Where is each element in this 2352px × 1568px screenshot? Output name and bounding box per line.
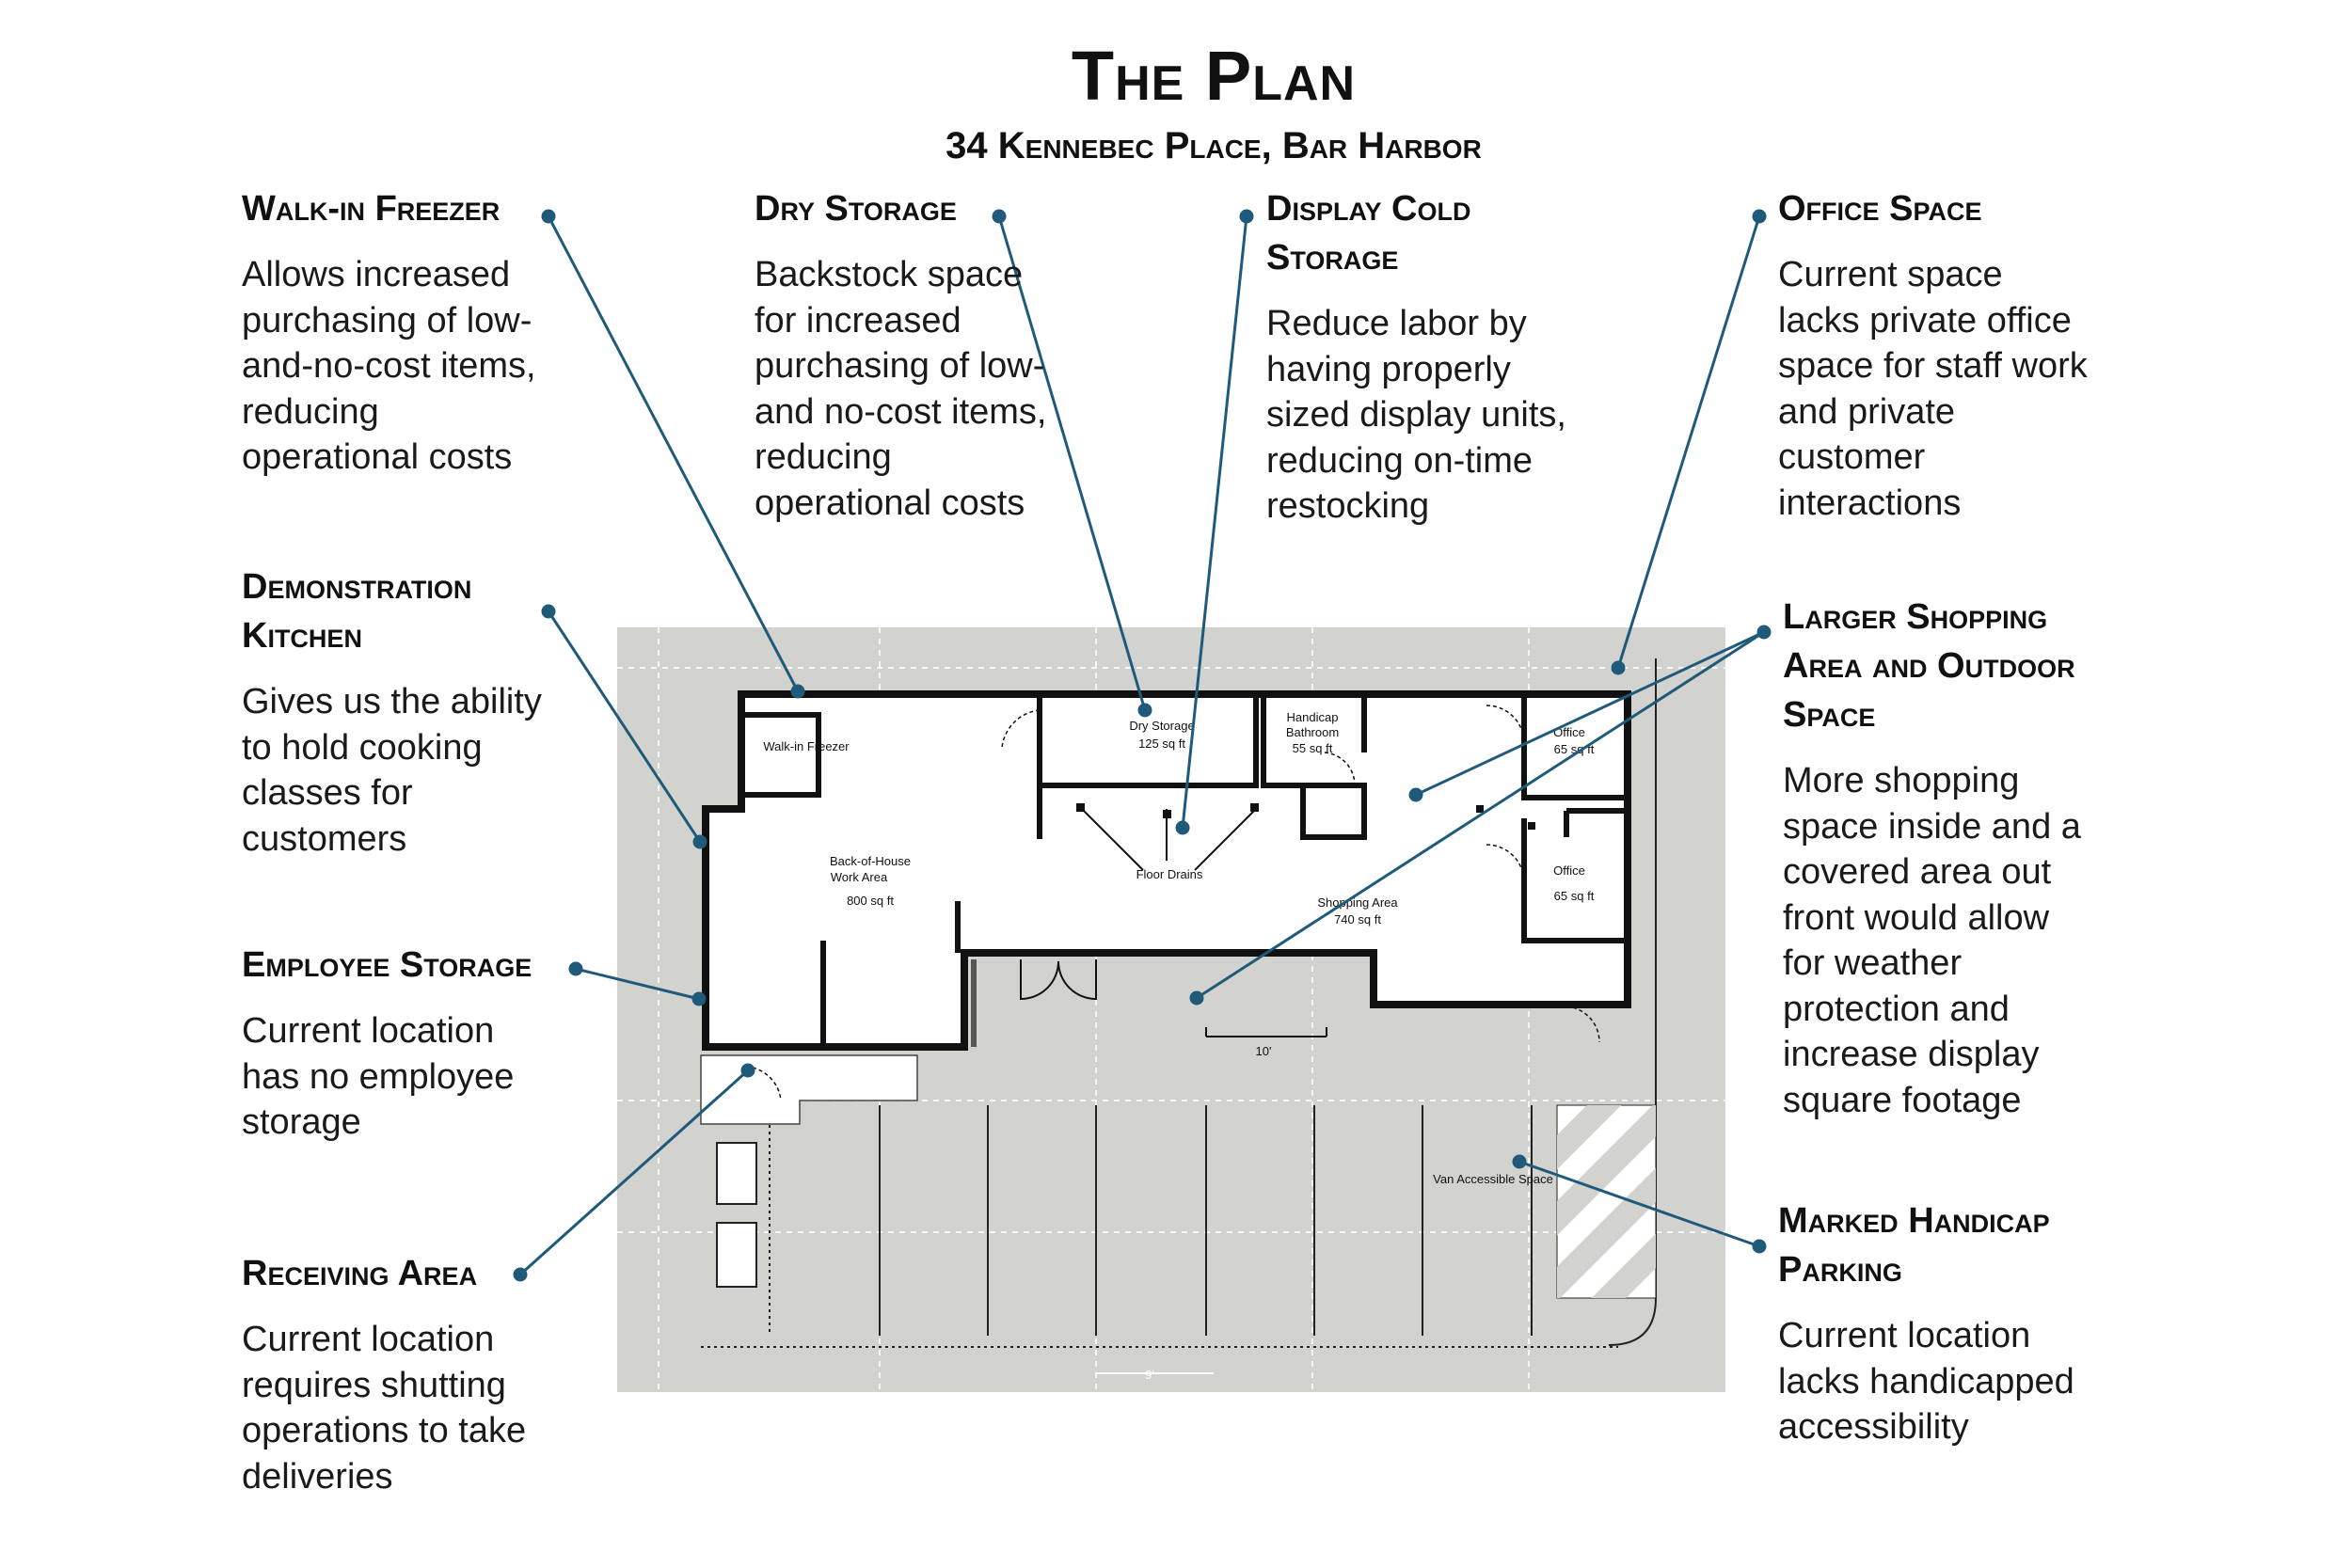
label-handicap-area: 55 sq ft xyxy=(1293,741,1333,755)
label-scale-10ft: 10' xyxy=(1256,1044,1272,1058)
callout-heading: Demonstration Kitchen xyxy=(242,567,472,656)
callout-receiving-area: Receiving Area Current location requires… xyxy=(242,1249,599,1499)
label-office-2-area: 65 sq ft xyxy=(1554,889,1595,903)
callout-marked-handicap-parking: Marked Handicap Parking Current location… xyxy=(1778,1196,2154,1450)
callout-heading: Display Cold Storage xyxy=(1266,189,1471,277)
callout-body: More shopping space inside and a covered… xyxy=(1783,761,2081,1120)
label-shopping-area: Shopping Area xyxy=(1317,895,1398,910)
callout-body: Reduce labor by having properly sized di… xyxy=(1266,304,1566,526)
callout-heading: Employee Storage xyxy=(242,945,532,985)
page-title: The Plan xyxy=(1071,37,1357,115)
label-walk-in-freezer: Walk-in Freezer xyxy=(763,739,850,753)
dimension-10ft xyxy=(1205,1027,1327,1037)
callout-dry-storage: Dry Storage Backstock space for increase… xyxy=(755,184,1093,526)
label-office-2: Office xyxy=(1553,863,1585,878)
callout-body: Backstock space for increased purchasing… xyxy=(755,255,1047,523)
callout-heading: Dry Storage xyxy=(755,189,957,229)
callout-body: Current location lacks handicapped acces… xyxy=(1778,1316,2074,1447)
label-office-1-area: 65 sq ft xyxy=(1554,742,1595,756)
callout-heading: Marked Handicap Parking xyxy=(1778,1201,2050,1290)
callout-larger-shopping-area: Larger Shopping Area and Outdoor Space M… xyxy=(1783,593,2159,1123)
callout-body: Allows increased purchasing of low- and-… xyxy=(242,255,536,477)
callout-office-space: Office Space Current space lacks private… xyxy=(1778,184,2154,526)
leader-lines xyxy=(513,209,1772,1282)
receiving-pads xyxy=(716,1142,757,1288)
callout-body: Gives us the ability to hold cooking cla… xyxy=(242,682,542,859)
callout-heading: Larger Shopping Area and Outdoor Space xyxy=(1783,597,2075,735)
callout-walk-in-freezer: Walk-in Freezer Allows increased purchas… xyxy=(242,184,580,481)
label-bottom-scale: 9' xyxy=(1145,1368,1154,1382)
floor-drains xyxy=(1076,803,1535,871)
entry-doors xyxy=(1020,959,1097,1001)
label-van-accessible: Van Accessible Space xyxy=(1433,1172,1553,1186)
callout-body: Current space lacks private office space… xyxy=(1778,255,2088,523)
label-shopping-area-size: 740 sq ft xyxy=(1334,912,1381,927)
callout-display-cold-storage: Display Cold Storage Reduce labor by hav… xyxy=(1266,184,1624,530)
label-handicap-1: Handicap xyxy=(1287,710,1339,724)
parking-lot xyxy=(701,658,1657,1374)
exterior-wall xyxy=(702,690,1631,1051)
label-handicap-2: Bathroom xyxy=(1286,725,1339,739)
building-floor xyxy=(706,694,1628,1047)
label-back-of-house-area: 800 sq ft xyxy=(847,894,894,908)
page-subtitle: 34 Kennebec Place, Bar Harbor xyxy=(946,125,1482,166)
door-swings xyxy=(752,705,1600,1101)
callout-heading: Walk-in Freezer xyxy=(242,189,501,229)
callout-heading: Receiving Area xyxy=(242,1254,478,1293)
label-office-1: Office xyxy=(1553,725,1585,739)
callout-demonstration-kitchen: Demonstration Kitchen Gives us the abili… xyxy=(242,562,599,862)
callout-employee-storage: Employee Storage Current location has no… xyxy=(242,941,599,1146)
label-dry-storage: Dry Storage xyxy=(1129,719,1194,733)
callout-body: Current location has no employee storage xyxy=(242,1011,515,1142)
callout-body: Current location requires shutting opera… xyxy=(242,1320,527,1497)
van-access-aisle xyxy=(1556,1104,1657,1299)
label-back-of-house-1: Back-of-House xyxy=(830,854,911,868)
callout-heading: Office Space xyxy=(1778,189,1982,229)
label-back-of-house-2: Work Area xyxy=(831,870,888,884)
label-dry-storage-area: 125 sq ft xyxy=(1138,736,1185,751)
receiving-stoop xyxy=(700,1054,918,1125)
label-floor-drains: Floor Drains xyxy=(1136,867,1203,881)
